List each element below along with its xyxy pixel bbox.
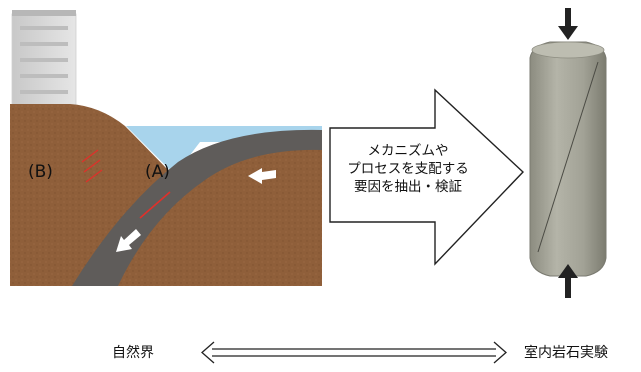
process-arrow <box>329 88 524 266</box>
load-arrow-bottom <box>558 264 578 298</box>
fault-a <box>139 191 171 219</box>
process-arrow-line-1: メカニズムや <box>367 143 449 159</box>
building <box>11 10 77 107</box>
load-arrow-top <box>558 8 578 40</box>
subducting-plate <box>72 129 322 286</box>
process-arrow-text: メカニズムや プロセスを支配する 要因を抽出・検証 <box>328 142 488 196</box>
lab-experiment-label: 室内岩石実験 <box>524 345 608 361</box>
fault-label-a: (A) <box>145 162 170 182</box>
fault-label-b: (B) <box>28 162 53 182</box>
process-arrow-line-3: 要因を抽出・検証 <box>354 179 462 195</box>
specimen-fracture <box>537 61 599 253</box>
plate-motion-arrow-lower <box>116 229 141 252</box>
plate-motion-arrow-upper <box>248 168 276 184</box>
scale-double-arrow <box>201 341 507 364</box>
fault-b-splay <box>81 149 103 183</box>
nature-label: 自然界 <box>112 345 154 361</box>
rock-specimen <box>529 41 607 277</box>
process-arrow-line-2: プロセスを支配する <box>347 161 469 177</box>
